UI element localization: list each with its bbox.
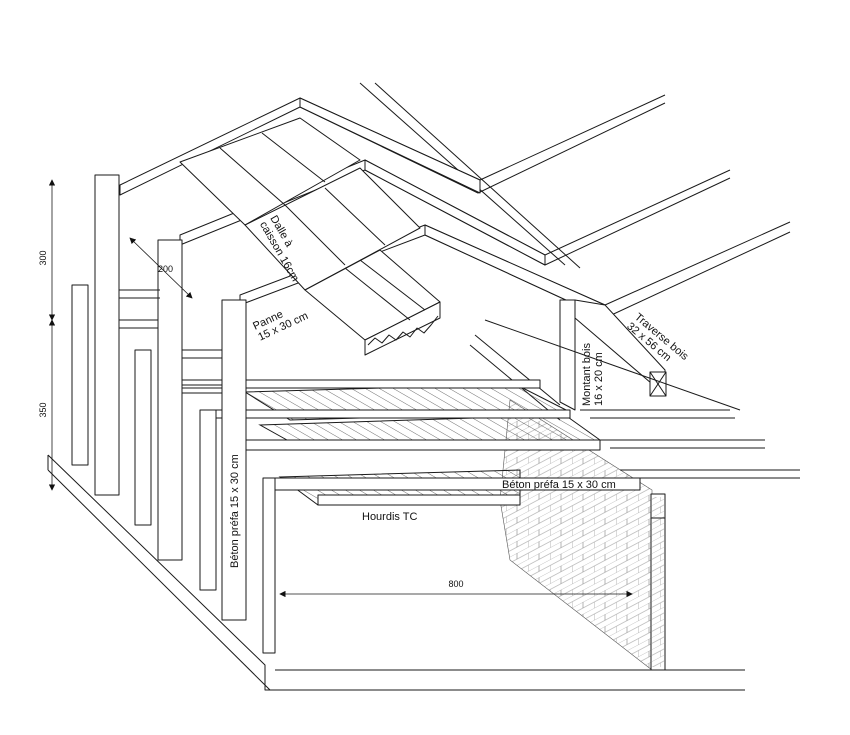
roof-slabs	[179, 117, 441, 356]
label-montant-line1: Montant bois	[581, 343, 593, 406]
label-hourdis: Hourdis TC	[362, 511, 417, 523]
label-panne: Panne 15 x 30 cm	[251, 308, 310, 343]
columns	[71, 174, 276, 654]
label-beton-poteau: Béton préfa 15 x 30 cm	[229, 454, 241, 568]
label-beton-poutre: Béton préfa 15 x 30 cm	[502, 479, 616, 491]
dim-350-text: 350	[38, 402, 48, 417]
timber-frame	[559, 299, 667, 411]
brick-wall	[499, 399, 666, 671]
dimension-bay	[129, 237, 193, 299]
dim-800-text: 800	[448, 579, 463, 589]
floor-slabs	[179, 379, 641, 506]
dim-300-text: 300	[38, 250, 48, 265]
label-montant-line2: 16 x 20 cm	[593, 352, 605, 406]
label-montant: Montant bois 16 x 20 cm	[581, 343, 605, 406]
purlins	[469, 319, 800, 479]
dim-200-text: 200	[158, 264, 173, 274]
ground-outline	[47, 454, 745, 691]
